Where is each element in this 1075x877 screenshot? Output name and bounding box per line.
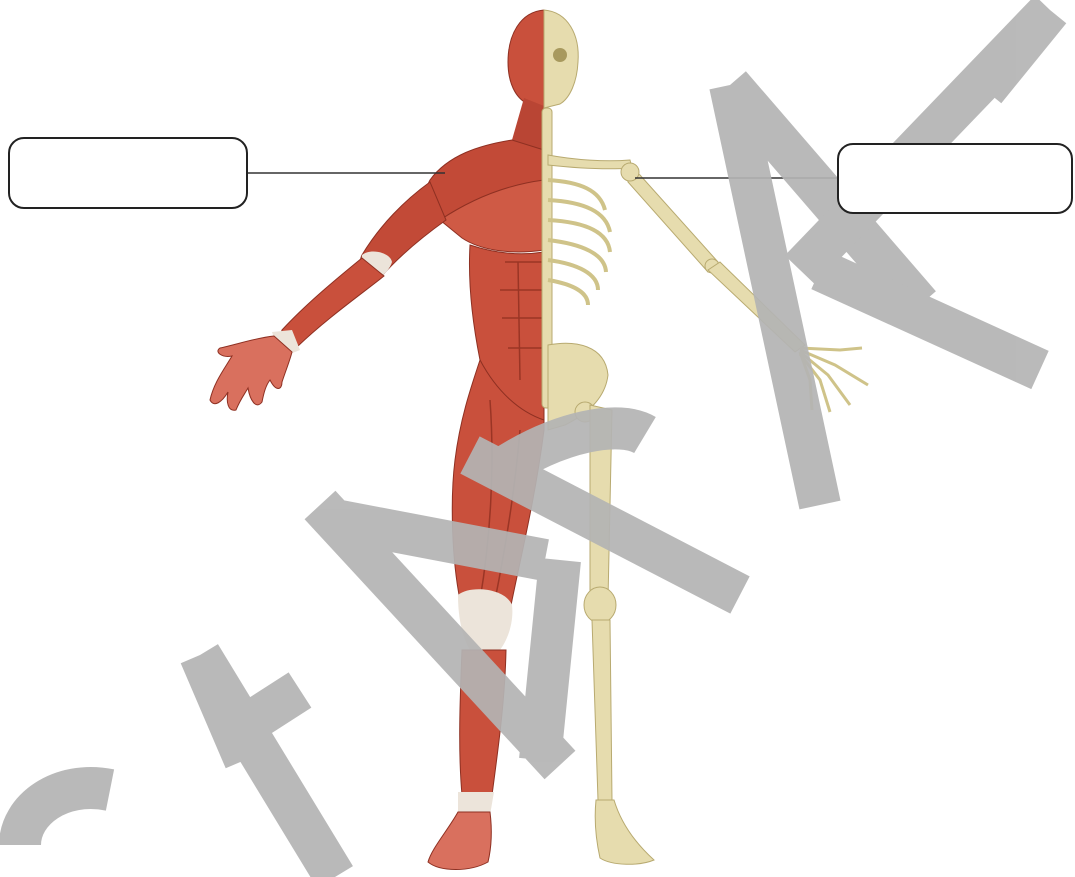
humerus <box>625 165 718 272</box>
ribcage <box>548 180 610 305</box>
knee-joint <box>584 587 616 623</box>
watermark-letter-m <box>320 505 560 765</box>
muscle-hand <box>210 336 292 410</box>
label-box-left[interactable] <box>8 137 248 209</box>
watermark-letter-a1 <box>200 655 335 877</box>
muscle-forearm <box>281 258 384 347</box>
watermark-letter-c <box>20 788 110 845</box>
tibia <box>592 620 612 800</box>
muscle-head <box>508 10 544 108</box>
foot-bones <box>595 800 654 864</box>
eye-socket <box>553 48 567 62</box>
label-box-right[interactable] <box>837 143 1073 214</box>
clavicle <box>548 155 632 169</box>
muscle-foot <box>428 812 491 870</box>
